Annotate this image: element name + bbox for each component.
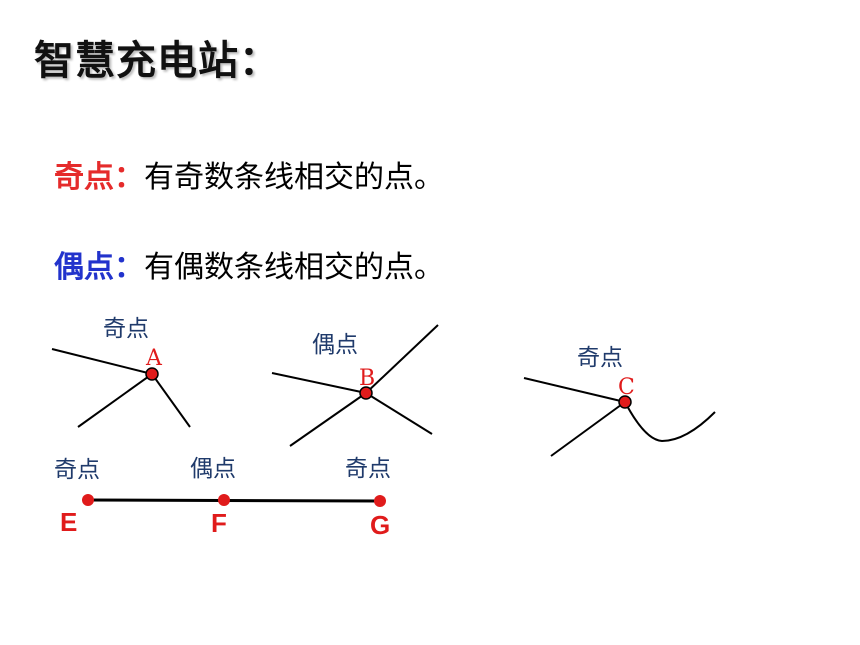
figure-b-line-3 <box>289 392 367 447</box>
figure-b-line-4 <box>365 392 433 435</box>
figure-c-line-2 <box>550 401 626 457</box>
figure-a-line-2 <box>77 373 153 428</box>
point-e <box>82 494 94 506</box>
point-b <box>359 386 373 400</box>
label-g: G <box>370 510 390 540</box>
point-c <box>618 395 632 409</box>
figure-a-line-3 <box>151 373 191 428</box>
caption-f: 偶点 <box>190 456 236 482</box>
page-title: 智慧充电站： <box>34 38 280 84</box>
label-e: E <box>60 507 77 537</box>
caption-g: 奇点 <box>345 456 391 482</box>
segment-line <box>87 498 381 503</box>
figure-b-line-1 <box>271 372 367 394</box>
definition-odd-point: 奇点：有奇数条线相交的点。 <box>54 152 444 196</box>
figure-c-line-1 <box>523 377 626 403</box>
point-f <box>218 494 230 506</box>
definition-odd-text: 有奇数条线相交的点。 <box>144 160 444 195</box>
label-f: F <box>211 508 227 538</box>
figure-c-curve <box>624 401 716 443</box>
figure-a-line-1 <box>51 348 153 375</box>
caption-b: 偶点 <box>312 332 358 358</box>
figure-segment: 奇点 偶点 奇点 E F G <box>54 456 391 540</box>
label-c: C <box>618 375 635 400</box>
figure-b-line-2 <box>365 324 439 394</box>
figure-a: 奇点 A <box>51 316 191 428</box>
definition-even-text: 有偶数条线相交的点。 <box>144 250 444 285</box>
label-b: B <box>359 366 375 391</box>
caption-c: 奇点 <box>577 345 623 371</box>
definition-even-point: 偶点：有偶数条线相交的点。 <box>54 242 444 286</box>
point-a <box>145 367 159 381</box>
term-odd-point: 奇点： <box>54 160 144 195</box>
term-even-point: 偶点： <box>54 250 144 285</box>
figure-b: 偶点 B <box>271 324 439 447</box>
caption-a: 奇点 <box>103 316 149 342</box>
point-g <box>374 495 386 507</box>
figure-c: 奇点 C <box>523 345 716 457</box>
caption-e: 奇点 <box>54 457 100 483</box>
label-a: A <box>145 346 163 371</box>
